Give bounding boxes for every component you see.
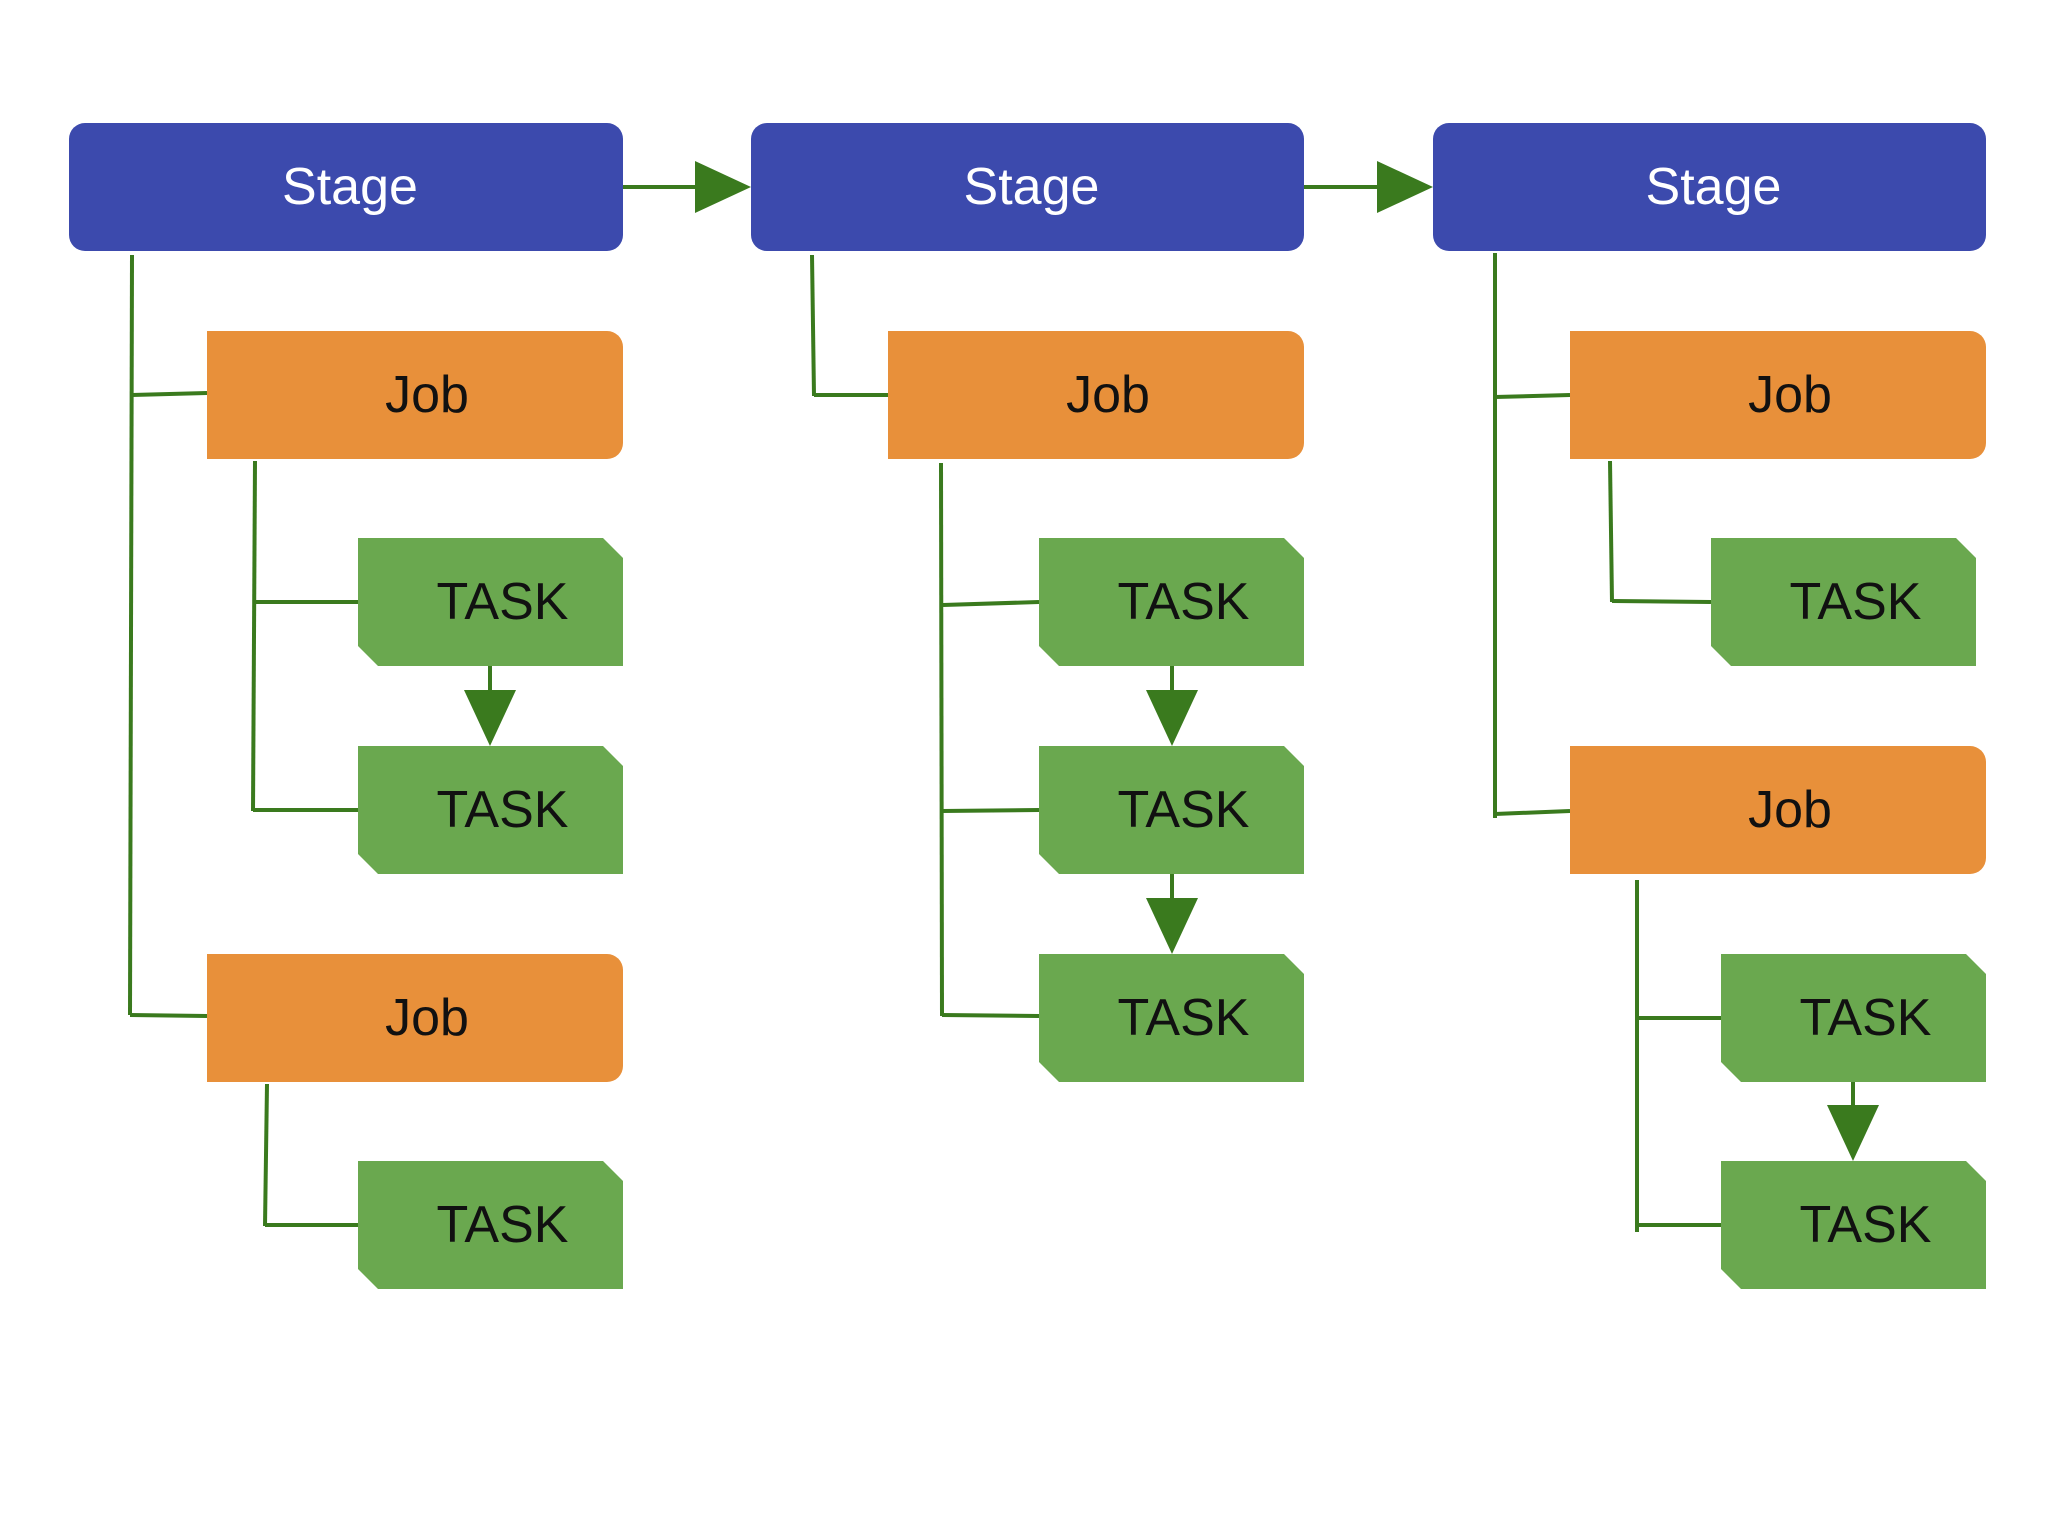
- stage-2-job-1-task-3-label: TASK: [1117, 989, 1250, 1047]
- stage-2: Stage: [751, 123, 1304, 251]
- stage-2-job-1-task-1-label: TASK: [1117, 573, 1250, 631]
- stage-1-job-2: Job: [207, 954, 623, 1082]
- stage-3-job-2: Job: [1570, 746, 1986, 874]
- stage-2-job-1-task-2-label: TASK: [1117, 781, 1250, 839]
- tree-stage-3-job-1-spine: [1608, 460, 1614, 603]
- branch-stage-3-job-1-task-1: [1611, 599, 1712, 604]
- stage-3-job-2-task-2-label: TASK: [1799, 1196, 1932, 1254]
- arrow-stage-3-task-1-to-2-arrowhead: [1827, 1105, 1879, 1161]
- stage-2-job-1: Job: [888, 331, 1304, 459]
- tree-stage-1-spine: [128, 254, 134, 1016]
- stage-3: Stage: [1433, 123, 1986, 251]
- branch-stage-2-task-1: [942, 600, 1040, 607]
- tree-stage-2-spine: [810, 254, 816, 397]
- branch-stage-2-task-3: [941, 1013, 1040, 1018]
- stage-2-job-1-task-3: TASK: [1039, 954, 1304, 1082]
- stage-3-label: Stage: [1645, 158, 1782, 216]
- tree-stage-1-job-1-spine: [251, 460, 257, 812]
- stage-3-job-1-label: Job: [1748, 366, 1832, 424]
- stage-2-job-1-task-1: TASK: [1039, 538, 1304, 666]
- stage-3-job-1-task-1: TASK: [1711, 538, 1976, 666]
- branch-stage-1-job-2: [129, 1013, 208, 1018]
- arrow-stage-2-to-3-arrowhead: [1377, 161, 1433, 213]
- branch-stage-3-job-1: [1494, 393, 1571, 399]
- stage-3-job-1: Job: [1570, 331, 1986, 459]
- stage-3-job-2-task-1: TASK: [1721, 954, 1986, 1082]
- tree-stage-2-job-1-spine: [939, 462, 944, 1017]
- stage-3-job-1-task-1-label: TASK: [1789, 573, 1922, 631]
- stage-1-job-1-task-2: TASK: [358, 746, 623, 874]
- stage-1-label: Stage: [282, 158, 418, 216]
- branch-stage-2-task-2: [941, 808, 1040, 813]
- stage-1-job-2-task-1: TASK: [358, 1161, 623, 1289]
- stage-2-job-1-task-2: TASK: [1039, 746, 1304, 874]
- stage-1-job-2-task-1-label: TASK: [436, 1196, 569, 1254]
- arrow-stage-2-task-1-to-2-arrowhead: [1146, 690, 1198, 746]
- stage-3-job-2-task-2: TASK: [1721, 1161, 1986, 1289]
- arrow-stage-1-to-2-arrowhead: [695, 161, 751, 213]
- stage-1-job-2-label: Job: [385, 989, 469, 1047]
- stage-1-job-1: Job: [207, 331, 623, 459]
- arrow-stage-2-task-2-to-3-arrowhead: [1146, 898, 1198, 954]
- stage-1-job-1-label: Job: [385, 366, 469, 424]
- branch-stage-3-job-2: [1494, 809, 1571, 816]
- stage-2-label: Stage: [963, 158, 1100, 216]
- stage-2-job-1-label: Job: [1066, 366, 1150, 424]
- stage-1-job-1-task-1: TASK: [358, 538, 623, 666]
- stage-3-job-2-task-1-label: TASK: [1799, 989, 1932, 1047]
- tree-stage-1-job-2-spine: [263, 1083, 269, 1227]
- stage-3-job-2-label: Job: [1748, 781, 1832, 839]
- stage-1: Stage: [69, 123, 623, 251]
- stage-1-job-1-task-2-label: TASK: [436, 781, 569, 839]
- stage-1-job-1-task-1-label: TASK: [436, 573, 569, 631]
- arrow-stage-1-task-1-to-2-arrowhead: [464, 690, 516, 746]
- branch-stage-1-job-1: [131, 391, 208, 397]
